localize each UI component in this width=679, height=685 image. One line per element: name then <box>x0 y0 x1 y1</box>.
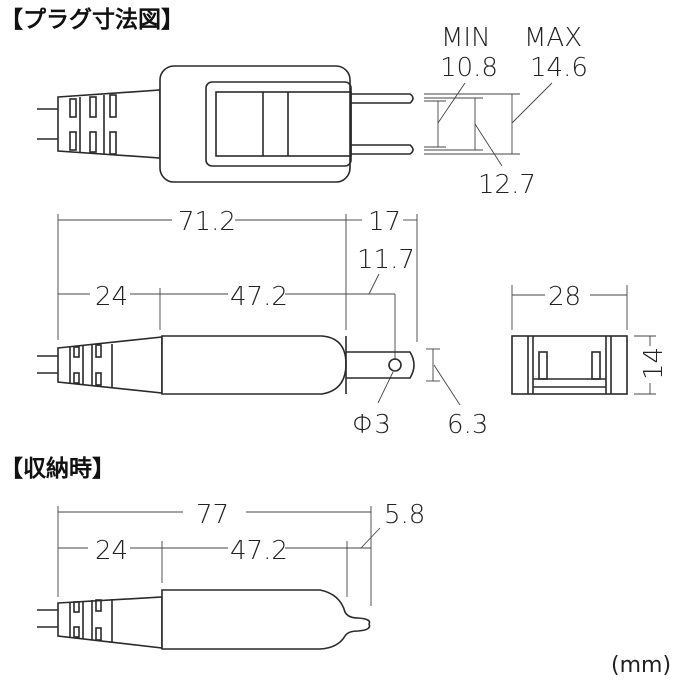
side-view-dimensions <box>57 214 461 406</box>
end-view-plug <box>511 335 628 395</box>
total-length-value: 71.2 <box>178 207 236 237</box>
end-height-value: 14 <box>639 347 669 380</box>
pin-spacing-value: 12.7 <box>478 170 536 200</box>
strain-relief <box>57 336 163 394</box>
end-body <box>511 335 628 395</box>
pin <box>346 351 415 379</box>
pin-hole-offset-value: 11.7 <box>357 245 415 275</box>
max-label: MAX <box>524 23 582 53</box>
pin-top <box>350 93 414 104</box>
plug-body-stored <box>161 589 371 650</box>
stored-total-length-value: 77 <box>196 500 229 530</box>
top-view-plug <box>37 65 414 183</box>
stored-body-length-value: 47.2 <box>230 536 288 566</box>
pin-holder-inner <box>215 91 352 157</box>
end-view-dimensions <box>511 285 656 395</box>
body-length-value: 47.2 <box>230 282 288 312</box>
min-value: 10.8 <box>440 53 498 83</box>
pin-bottom <box>350 144 414 155</box>
unit-label: (mm) <box>611 653 671 678</box>
strain-relief-ribs <box>69 599 113 642</box>
end-width-value: 28 <box>548 282 581 312</box>
heading-stored: 【収納時】 <box>0 455 115 482</box>
stored-view-dimensions <box>57 506 381 606</box>
stored-strain-relief-length-value: 24 <box>95 536 128 566</box>
plug-body <box>159 65 351 183</box>
strain-relief-ribs <box>69 94 117 155</box>
stored-tip-length-value: 5.8 <box>384 500 425 530</box>
strain-relief-length-value: 24 <box>95 282 128 312</box>
heading-plug-dimensions: 【プラグ寸法図】 <box>0 6 184 33</box>
pin-length-value: 17 <box>368 207 401 237</box>
hole-diameter-value: Φ3 <box>352 410 391 440</box>
max-value: 14.6 <box>530 53 588 83</box>
min-label: MIN <box>441 23 491 53</box>
top-view-dimensions <box>424 82 553 167</box>
pin-width-value: 6.3 <box>447 410 488 440</box>
stored-view-plug <box>37 589 371 650</box>
plug-body <box>161 335 347 395</box>
strain-relief-ribs <box>69 344 113 387</box>
side-view-plug <box>37 335 415 395</box>
strain-relief <box>57 89 161 159</box>
pin-hole <box>388 358 402 372</box>
